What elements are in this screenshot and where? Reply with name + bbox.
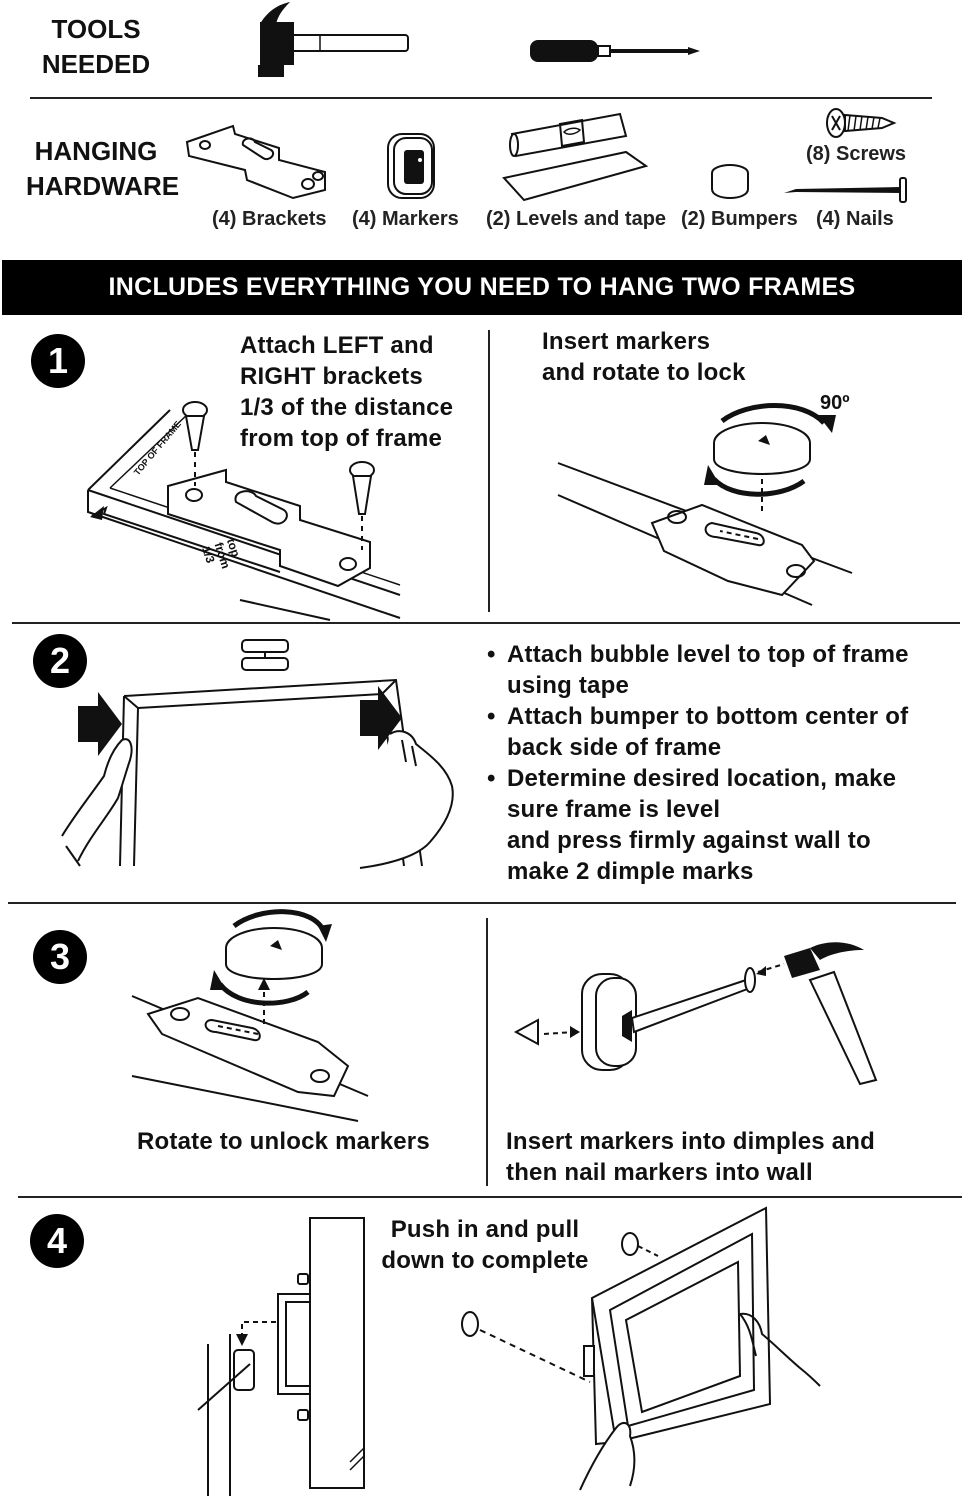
hardware-label-markers: (4) Markers <box>352 208 459 231</box>
step-2-bullet-list: Attach bubble level to top of frameusing… <box>487 639 927 825</box>
step-3-nail-diagram <box>510 940 880 1090</box>
step-1-right-line-2: and rotate to lock <box>542 357 842 388</box>
includes-banner: INCLUDES EVERYTHING YOU NEED TO HANG TWO… <box>2 260 962 315</box>
step-2-extra-line-1: and press firmly against wall to <box>507 825 927 856</box>
step-3-unlock-diagram <box>128 906 468 1126</box>
hardware-heading-line1: HANGING <box>26 134 166 169</box>
hardware-label-screws: (8) Screws <box>806 143 906 166</box>
step-3-number: 3 <box>33 930 87 984</box>
hammer-icon <box>250 0 420 85</box>
bumper-icon <box>708 163 752 203</box>
step-1-right-text: Insert markers and rotate to lock <box>542 326 842 388</box>
step-4-side-diagram <box>190 1214 380 1496</box>
bracket-icon <box>183 120 333 200</box>
step-3-right-text: Insert markers into dimples and then nai… <box>506 1126 946 1188</box>
step-2-frame-diagram <box>60 636 460 871</box>
hardware-heading: HANGING HARDWARE <box>26 134 166 204</box>
step-3-left-caption: Rotate to unlock markers <box>137 1126 430 1157</box>
divider-step-2 <box>8 902 956 904</box>
step-2-instructions: Attach bubble level to top of frameusing… <box>487 639 927 887</box>
tools-heading-line2: NEEDED <box>36 47 156 82</box>
step-1-number: 1 <box>31 334 85 388</box>
nail-icon <box>782 176 912 204</box>
hardware-label-bumpers: (2) Bumpers <box>681 208 798 231</box>
marker-icon <box>382 130 442 202</box>
step-3-divider <box>486 918 488 1186</box>
hardware-label-nails: (4) Nails <box>816 208 894 231</box>
step-1-bracket-diagram: TOP OF FRAME 1/3 from top <box>80 390 480 620</box>
hardware-label-brackets: (4) Brackets <box>212 208 327 231</box>
hardware-heading-line2: HARDWARE <box>26 169 166 204</box>
level-icon <box>502 108 648 203</box>
hardware-label-levels: (2) Levels and tape <box>486 208 666 231</box>
step-3-right-line-1: Insert markers into dimples and <box>506 1126 946 1157</box>
tools-heading-line1: TOOLS <box>36 12 156 47</box>
step-4-frame-diagram <box>440 1206 820 1490</box>
step-1-right-line-1: Insert markers <box>542 326 842 357</box>
step-1-line-1: Attach LEFT and <box>240 330 480 361</box>
step-4-number: 4 <box>30 1214 84 1268</box>
divider-tools <box>30 97 932 99</box>
divider-step-3 <box>18 1196 962 1198</box>
top-of-frame-label: TOP OF FRAME <box>132 419 183 477</box>
step-1-marker-lock-diagram <box>552 395 862 610</box>
tools-heading: TOOLS NEEDED <box>36 12 156 82</box>
screw-icon <box>824 106 896 140</box>
step-1-line-2: RIGHT brackets <box>240 361 480 392</box>
step-2-extra-line-2: make 2 dimple marks <box>507 856 927 887</box>
step-2-bullet-1: Attach bubble level to top of frameusing… <box>487 639 927 701</box>
step-3-right-line-2: then nail markers into wall <box>506 1157 946 1188</box>
screwdriver-icon <box>528 38 703 66</box>
divider-step-1 <box>12 622 960 624</box>
step-1-divider <box>488 330 490 612</box>
